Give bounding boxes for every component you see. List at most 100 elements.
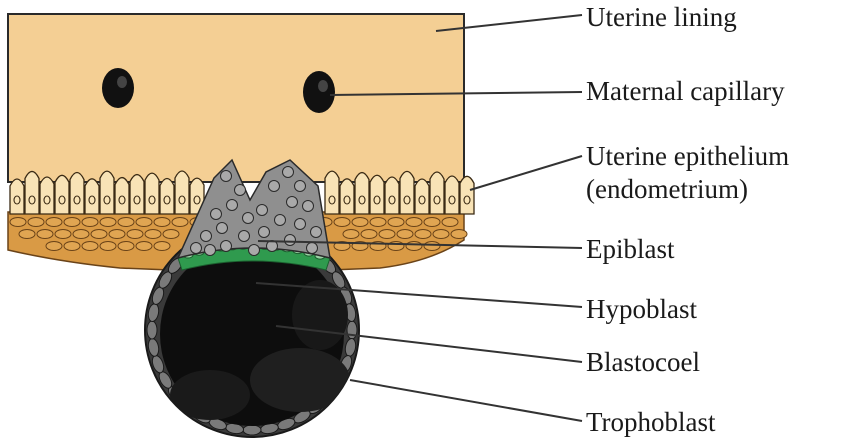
label-uterine-lining: Uterine lining xyxy=(586,2,737,32)
maternal-capillary-left xyxy=(102,68,134,108)
tissue-cell xyxy=(406,218,422,227)
tissue-cell xyxy=(154,242,170,251)
epiblast-cell xyxy=(217,223,228,234)
tissue-cell xyxy=(343,230,359,239)
leader-trophoblast xyxy=(350,380,582,421)
tissue-cell xyxy=(424,242,440,251)
tissue-cell xyxy=(82,218,98,227)
tissue-cell xyxy=(379,230,395,239)
epithelium-cell xyxy=(445,176,459,214)
epithelium-cell xyxy=(400,171,414,214)
tissue-cell xyxy=(361,230,377,239)
epithelium-cell xyxy=(370,175,384,214)
epiblast-cell xyxy=(307,243,318,254)
tissue-cell xyxy=(28,218,44,227)
tissue-cell xyxy=(118,218,134,227)
tissue-cell xyxy=(388,218,404,227)
epiblast-cell xyxy=(287,197,298,208)
epithelium-cell xyxy=(355,173,369,214)
label-maternal-capillary: Maternal capillary xyxy=(586,76,785,106)
tissue-cell xyxy=(64,242,80,251)
epithelium-cell xyxy=(55,175,69,214)
epithelium-cell xyxy=(40,177,54,214)
trophoblast-cell xyxy=(147,321,157,339)
tissue-cell xyxy=(154,218,170,227)
tissue-cell xyxy=(10,218,26,227)
epiblast-cell xyxy=(295,219,306,230)
tissue-cell xyxy=(136,242,152,251)
label-endometrium: (endometrium) xyxy=(586,174,748,204)
tissue-cell xyxy=(127,230,143,239)
epiblast-cell xyxy=(269,181,280,192)
tissue-cell xyxy=(118,242,134,251)
uterine-lining xyxy=(8,14,464,182)
tissue-cell xyxy=(145,230,161,239)
epiblast-cell xyxy=(205,245,216,256)
tissue-cell xyxy=(415,230,431,239)
tissue-cell xyxy=(46,242,62,251)
label-uterine-epithelium: Uterine epithelium xyxy=(586,141,789,171)
epiblast-cell xyxy=(221,241,232,252)
epithelium-cell xyxy=(130,175,144,214)
epithelium-cell xyxy=(385,177,399,214)
tissue-cell xyxy=(388,242,404,251)
epiblast-cell xyxy=(227,200,238,211)
epiblast-cell xyxy=(201,231,212,242)
leader-uterine-epithelium xyxy=(470,156,582,190)
epithelium-cell xyxy=(115,178,129,214)
tissue-cell xyxy=(397,230,413,239)
epiblast-cell xyxy=(295,181,306,192)
tissue-cell xyxy=(451,230,467,239)
epiblast-cell xyxy=(257,205,268,216)
label-trophoblast: Trophoblast xyxy=(586,407,716,437)
tissue-cell xyxy=(352,218,368,227)
epithelium-cell xyxy=(415,179,429,214)
epithelium-cell xyxy=(340,179,354,214)
epithelium-cell xyxy=(430,172,444,214)
tissue-cell xyxy=(163,230,179,239)
epithelium-cell xyxy=(100,171,114,214)
tissue-cell xyxy=(37,230,53,239)
epiblast-cell xyxy=(191,243,202,254)
tissue-cell xyxy=(406,242,422,251)
tissue-cell xyxy=(100,218,116,227)
epithelium-cell xyxy=(460,176,474,214)
tissue-cell xyxy=(82,242,98,251)
epiblast-cell xyxy=(249,245,260,256)
tissue-cell xyxy=(100,242,116,251)
label-epiblast: Epiblast xyxy=(586,234,675,264)
epiblast-cell xyxy=(275,215,286,226)
tissue-cell xyxy=(46,218,62,227)
epiblast-cell xyxy=(283,167,294,178)
epithelium-cell xyxy=(70,173,84,214)
epithelium-cell xyxy=(145,173,159,214)
epithelium-cell xyxy=(10,179,24,214)
tissue-cell xyxy=(370,218,386,227)
epiblast-cell xyxy=(211,209,222,220)
epiblast-cell xyxy=(235,185,246,196)
tissue-cell xyxy=(442,218,458,227)
tissue-cell xyxy=(91,230,107,239)
epithelium-cell xyxy=(175,171,189,214)
tissue-cell xyxy=(55,230,71,239)
tissue-cell xyxy=(334,218,350,227)
tissue-cell xyxy=(19,230,35,239)
trophoblast-cell xyxy=(243,425,261,435)
tissue-cell xyxy=(424,218,440,227)
tissue-cell xyxy=(64,218,80,227)
epiblast-cell xyxy=(303,201,314,212)
tissue-cell xyxy=(172,218,188,227)
tissue-cell xyxy=(136,218,152,227)
epiblast-cell xyxy=(239,231,250,242)
label-hypoblast: Hypoblast xyxy=(586,294,697,324)
epithelium-cell xyxy=(25,171,39,214)
epiblast-cell xyxy=(243,213,254,224)
tissue-cell xyxy=(73,230,89,239)
tissue-cell xyxy=(109,230,125,239)
epithelium-cell xyxy=(160,179,174,214)
epithelium-cell xyxy=(85,179,99,214)
label-blastocoel: Blastocoel xyxy=(586,347,700,377)
epiblast-cell xyxy=(311,227,322,238)
epiblast-cell xyxy=(259,227,270,238)
